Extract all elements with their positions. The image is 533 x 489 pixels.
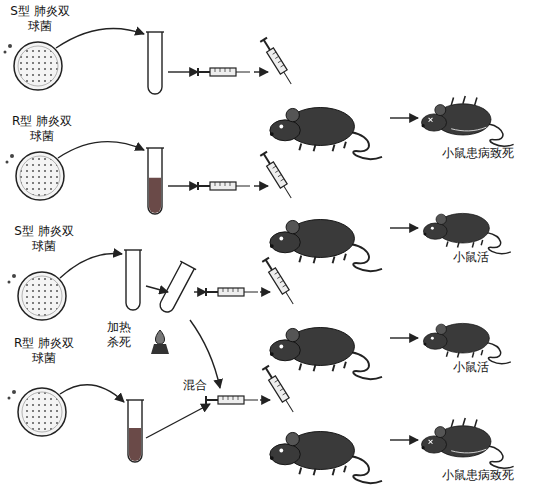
syringe (260, 152, 294, 200)
test-tube (126, 400, 144, 462)
dish-label: S型 肺炎双球菌 (6, 4, 74, 34)
petri-dish (6, 152, 65, 200)
arrow (190, 320, 220, 388)
test-tube (156, 261, 196, 315)
test-tube (146, 32, 164, 94)
result-label: 小鼠活 (446, 250, 496, 265)
arrow (254, 185, 268, 186)
arrow (194, 291, 206, 292)
arrow (146, 286, 168, 292)
result-label: 小鼠患病致死 (436, 468, 520, 483)
syringe (262, 366, 296, 414)
arrow (390, 117, 418, 118)
syringe (262, 258, 296, 306)
result-label: 小鼠活 (446, 360, 496, 375)
arrow (260, 291, 270, 292)
test-tube (146, 148, 164, 214)
syringe (198, 68, 250, 76)
syringe (198, 182, 250, 190)
dish-label: S型 肺炎双球菌 (10, 224, 78, 254)
mouse (270, 432, 382, 484)
mouse (270, 108, 382, 160)
arrow (168, 185, 198, 186)
burner (151, 330, 169, 354)
mouse (270, 220, 382, 272)
test-tube (124, 250, 142, 310)
mouse (270, 328, 382, 380)
arrow (390, 337, 418, 338)
arrow (56, 28, 144, 48)
arrow (60, 254, 122, 279)
dish-label: R型 肺炎双球菌 (8, 114, 76, 144)
arrow (146, 404, 210, 438)
petri-dish (8, 388, 67, 436)
arrow (390, 227, 418, 228)
petri-dish (8, 272, 67, 320)
arrow (58, 142, 144, 158)
result-label: 小鼠患病致死 (436, 146, 520, 161)
arrow (260, 399, 270, 400)
arrow (390, 439, 418, 440)
mix-label: 混合 (180, 378, 210, 393)
arrow (168, 71, 198, 72)
dead-mouse (422, 418, 514, 468)
dish-label: R型 肺炎双球菌 (10, 336, 78, 366)
arrow (254, 71, 268, 72)
mouse (423, 213, 510, 253)
treatment-label: 加热杀死 (106, 320, 132, 350)
arrow (60, 385, 124, 402)
syringe (206, 288, 258, 296)
syringe (260, 38, 294, 86)
syringe (206, 396, 258, 404)
dead-mouse (422, 96, 514, 146)
mouse (423, 323, 510, 363)
petri-dish (4, 42, 63, 90)
